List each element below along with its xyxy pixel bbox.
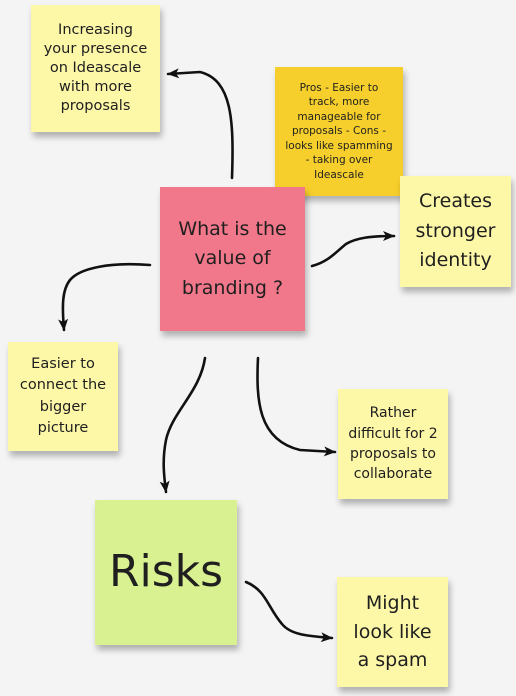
arrow-center-to-presence: [166, 68, 234, 180]
note-increasing-presence[interactable]: Increasing your presence on Ideascale wi…: [31, 5, 160, 132]
note-risks[interactable]: Risks: [95, 500, 237, 645]
arrow-center-to-collab: [256, 356, 337, 457]
note-difficult-collaborate[interactable]: Rather difficult for 2 proposals to coll…: [338, 389, 448, 499]
arrow-center-to-identity: [310, 231, 396, 268]
arrow-center-to-risks: [159, 356, 207, 494]
arrow-center-to-bigger: [58, 262, 152, 332]
note-look-like-spam[interactable]: Might look like a spam: [337, 577, 448, 687]
note-central-question[interactable]: What is the value of branding ?: [160, 187, 305, 331]
arrow-risks-to-spam: [244, 580, 334, 643]
note-pros-cons[interactable]: Pros - Easier to track, more manageable …: [275, 67, 403, 196]
note-bigger-picture[interactable]: Easier to connect the bigger picture: [8, 342, 118, 451]
note-stronger-identity[interactable]: Creates stronger identity: [400, 176, 511, 287]
